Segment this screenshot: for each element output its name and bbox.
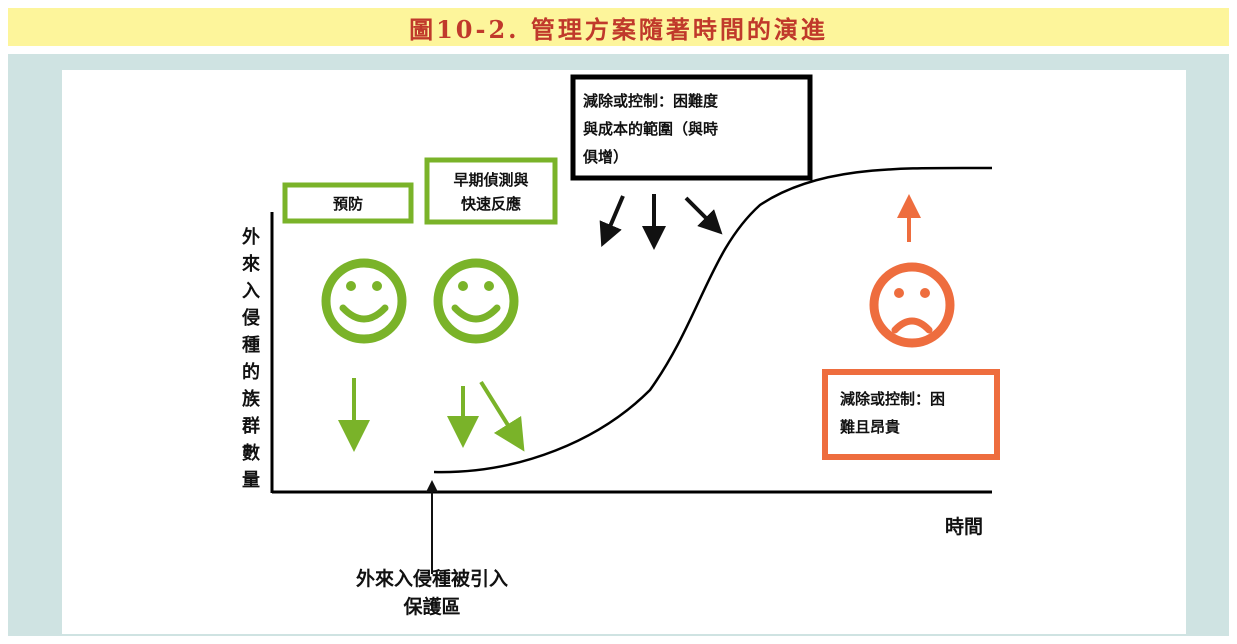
control-cost-box (570, 74, 813, 181)
control-cost-label-line1: 減除或控制：困難度 (583, 92, 719, 110)
early-detection-label-line2: 快速反應 (461, 195, 521, 213)
prevention-label: 預防 (333, 195, 363, 213)
y-label-char: 種 (242, 334, 260, 356)
introduction-label-line2: 保護區 (402, 595, 460, 618)
smiley-face-icon (321, 258, 407, 344)
control-cost-label-line3: 俱增） (582, 148, 628, 166)
control-hard-label-line1: 減除或控制：困 (840, 390, 945, 408)
control-hard-box (822, 369, 1000, 460)
prevention-box (282, 182, 414, 224)
early-detection-arrow-diagonal (479, 380, 525, 452)
smiley-face-icon (433, 258, 519, 344)
introduction-label-line1: 外來入侵種被引入 (356, 567, 508, 590)
y-label-char: 入 (242, 281, 260, 302)
y-label-char: 外 (242, 226, 260, 248)
control-arrow-right (684, 196, 723, 235)
control-cost-label-line2: 與成本的範圍（與時 (583, 120, 718, 138)
early-detection-box (424, 157, 558, 225)
control-arrow-left (599, 195, 625, 248)
y-label-char: 數 (242, 443, 260, 464)
y-label-char: 來 (242, 253, 260, 275)
sad-face-icon (869, 262, 955, 348)
y-label-char: 的 (242, 361, 260, 383)
y-label-char: 群 (242, 415, 260, 437)
title-bar: 圖10-2. 管理方案隨著時間的演進 (8, 8, 1229, 46)
x-axis-label: 時間 (945, 516, 983, 538)
y-label-char: 族 (242, 388, 261, 410)
early-detection-label-line1: 早期偵測與 (453, 171, 528, 189)
y-axis-label: 外 來 入 侵 種 的 族 群 數 量 (241, 226, 261, 491)
y-label-char: 侵 (241, 307, 260, 329)
y-label-char: 量 (242, 469, 260, 491)
figure-title: 圖10-2. 管理方案隨著時間的演進 (409, 14, 828, 44)
population-curve (433, 166, 993, 474)
control-hard-label-line2: 難且昂貴 (840, 418, 900, 436)
